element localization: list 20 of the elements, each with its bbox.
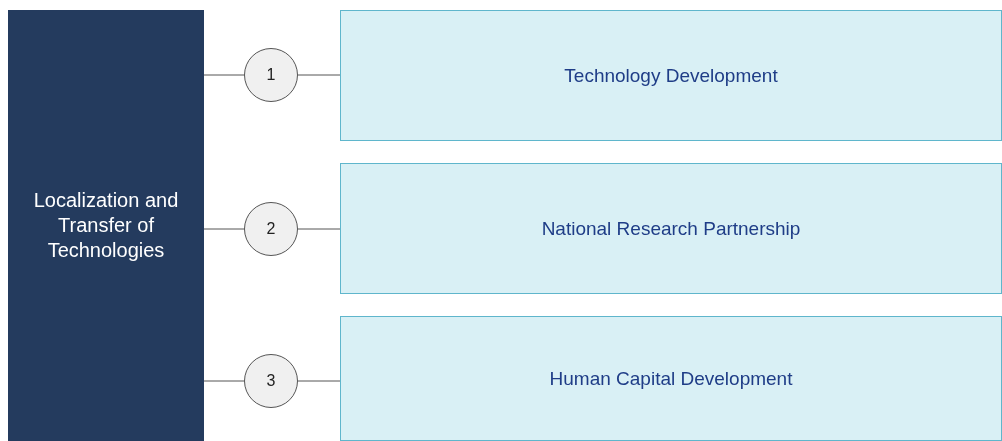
process-box — [340, 163, 1002, 294]
title-text: Localization and Transfer of Technologies — [32, 188, 180, 263]
connector-line — [203, 228, 245, 230]
connector-line — [297, 74, 341, 76]
title-block — [8, 10, 204, 441]
connector-line — [203, 74, 245, 76]
process-box — [340, 10, 1002, 141]
step-number: 3 — [266, 372, 276, 390]
number-circle — [244, 354, 298, 408]
connector-line — [297, 228, 341, 230]
step-number: 2 — [266, 220, 276, 238]
process-box — [340, 316, 1002, 441]
number-circle — [244, 202, 298, 256]
number-circle — [244, 48, 298, 102]
box-label: National Research Partnership — [541, 217, 801, 240]
connector-line — [297, 380, 341, 382]
step-number: 1 — [266, 66, 276, 84]
box-label: Technology Development — [564, 64, 778, 87]
connector-line — [203, 380, 245, 382]
box-label: Human Capital Development — [549, 367, 793, 390]
